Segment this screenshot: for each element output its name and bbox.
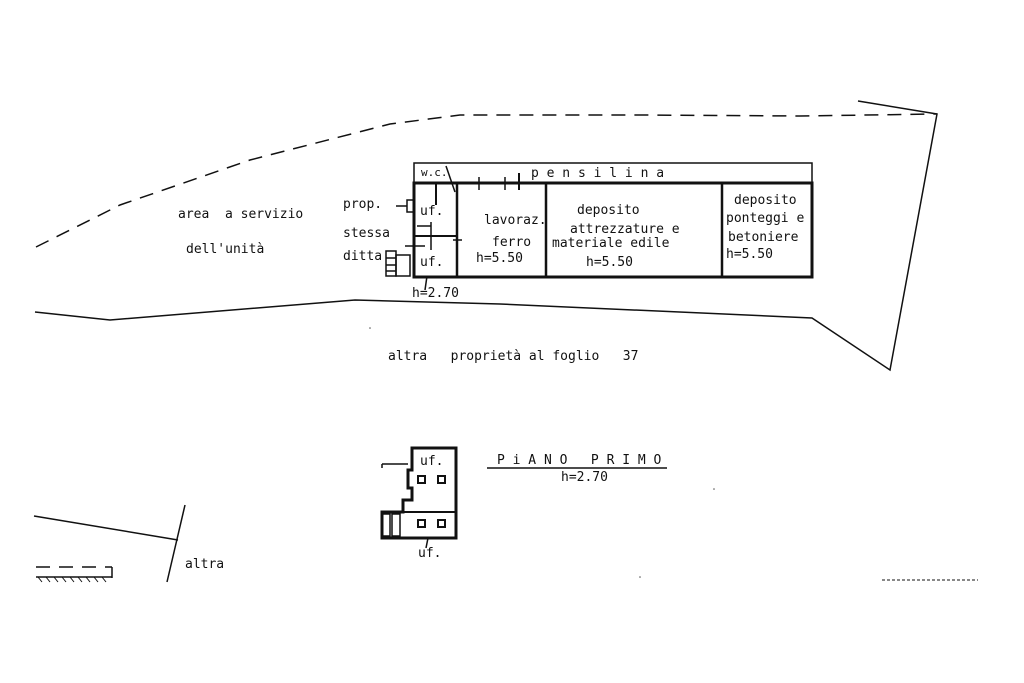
office-upper-label: uf. xyxy=(420,204,443,219)
deposito-label-3: materiale edile xyxy=(552,236,670,251)
stessa-label: stessa xyxy=(343,226,390,241)
lavorazione-height: h=5.50 xyxy=(476,251,523,266)
lot-boundary xyxy=(34,100,938,372)
first-floor-office-top: uf. xyxy=(420,454,443,469)
ground-floor-labels: area a servizio dell'unità prop. stessa … xyxy=(178,166,804,364)
first-floor-title-block: P i A N O P R I M O h=2.70 xyxy=(487,453,667,485)
pensilina-label: p e n s i l i n a xyxy=(531,166,664,181)
first-floor-office-bottom: uf. xyxy=(418,546,441,561)
altra-label: altra xyxy=(185,557,224,572)
deposito-height: h=5.50 xyxy=(586,255,633,270)
ditta-label: ditta xyxy=(343,249,382,264)
deposito-label-1: deposito xyxy=(577,203,640,218)
ponteggi-height: h=5.50 xyxy=(726,247,773,262)
lavorazione-label-1: lavoraz. xyxy=(484,213,547,228)
altra-proprieta-label: altra proprietà al foglio 37 xyxy=(388,349,638,364)
ponteggi-label-3: betoniere xyxy=(728,230,799,245)
first-floor-height: h=2.70 xyxy=(561,470,608,485)
prop-label: prop. xyxy=(343,197,382,212)
deposito-label-2: attrezzature e xyxy=(570,222,680,237)
main-building xyxy=(385,162,814,291)
area-label-line2: dell'unità xyxy=(186,242,264,257)
office-height: h=2.70 xyxy=(412,286,459,301)
scan-specks xyxy=(369,327,978,581)
area-label-line1: area a servizio xyxy=(178,207,303,222)
bottom-lot-fragment: altra xyxy=(33,504,224,583)
first-floor-plan: uf. uf. xyxy=(380,446,458,561)
ponteggi-label-1: deposito xyxy=(734,193,797,208)
office-lower-label: uf. xyxy=(420,255,443,270)
wc-label: w.c. xyxy=(421,166,448,179)
lavorazione-label-2: ferro xyxy=(492,235,531,250)
first-floor-title: P i A N O P R I M O xyxy=(497,453,662,468)
ponteggi-label-2: ponteggi e xyxy=(726,211,804,226)
